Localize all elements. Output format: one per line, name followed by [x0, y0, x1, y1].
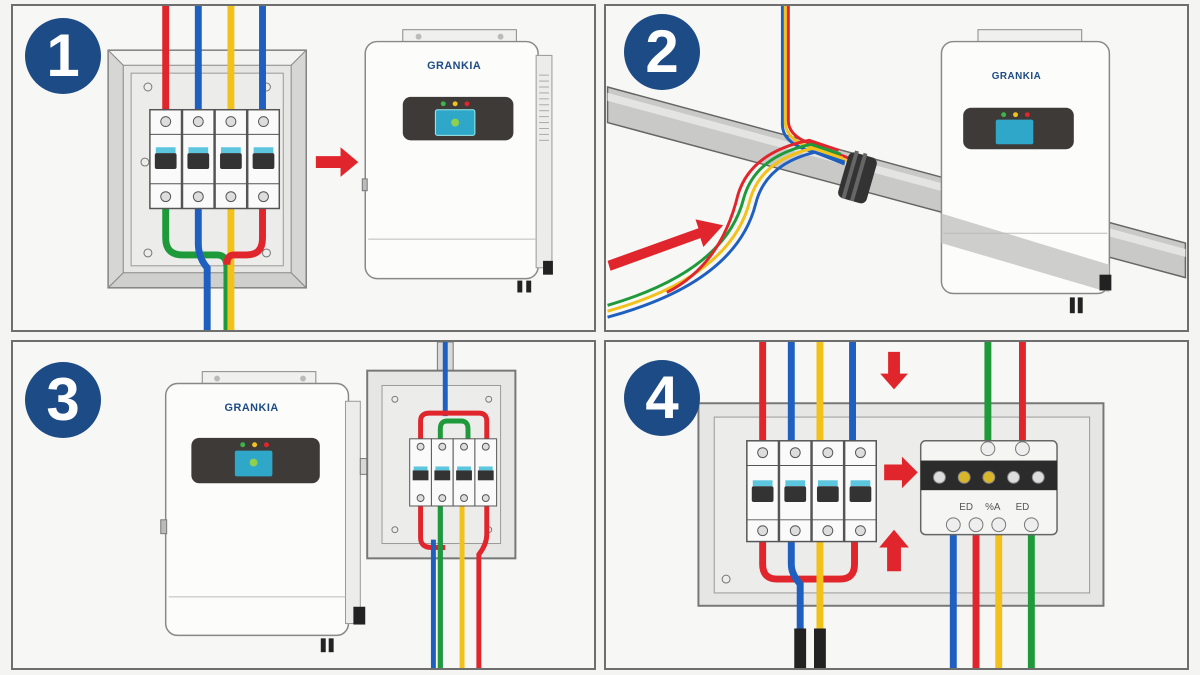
step-2-illustration: GRANKIA — [606, 6, 1187, 319]
step-3-illustration: GRANKIA — [160, 342, 517, 668]
circuit-breakers — [149, 108, 281, 210]
arrow-down — [880, 351, 908, 390]
wires — [418, 342, 490, 668]
terminal-label: ED — [1016, 502, 1030, 513]
terminal-block: ED %A ED — [919, 440, 1058, 536]
arrow-up — [879, 529, 909, 572]
breaker — [474, 438, 498, 507]
step-2-panel: 2 GRANKIA — [604, 4, 1189, 332]
direction-arrow-right — [315, 147, 359, 177]
step-number-badge: 1 — [25, 18, 101, 94]
inverter-brand-logo: GRANKIA — [225, 402, 279, 414]
terminal-label: ED — [959, 502, 973, 513]
breaker — [149, 108, 183, 210]
inverter: GRANKIA — [160, 371, 366, 653]
step-1-panel: 1 — [11, 4, 596, 332]
breaker — [181, 108, 215, 210]
conduit-sleeves — [794, 628, 826, 668]
breaker — [811, 440, 845, 543]
circuit-breakers — [746, 440, 877, 543]
step-1-illustration: GRANKIA — [107, 6, 553, 330]
circuit-breakers — [409, 438, 498, 507]
wires — [759, 342, 1035, 668]
wires-outgoing — [162, 208, 266, 330]
inverter-brand-logo: GRANKIA — [992, 71, 1041, 82]
step-number-badge: 2 — [624, 14, 700, 90]
wires-incoming — [162, 6, 266, 110]
step-4-panel: 4 — [604, 340, 1189, 670]
breaker — [214, 108, 248, 210]
step-4-illustration: ED %A ED — [697, 342, 1105, 668]
breaker — [430, 438, 454, 507]
inverter-brand-logo: GRANKIA — [427, 60, 481, 72]
inverter: GRANKIA — [361, 29, 553, 293]
terminal-label: %A — [985, 502, 1001, 513]
conduit-grommet — [838, 150, 877, 204]
cable-bundle — [607, 6, 850, 319]
breaker — [409, 438, 432, 507]
direction-arrow — [607, 219, 724, 271]
step-number-badge: 3 — [25, 362, 101, 438]
breaker — [746, 440, 780, 543]
breaker — [843, 440, 877, 543]
breaker — [246, 108, 281, 210]
step-number-badge: 4 — [624, 360, 700, 436]
step-3-panel: 3 GRANKIA — [11, 340, 596, 670]
breaker — [452, 438, 476, 507]
breaker — [778, 440, 812, 543]
inverter: GRANKIA — [940, 29, 1112, 314]
